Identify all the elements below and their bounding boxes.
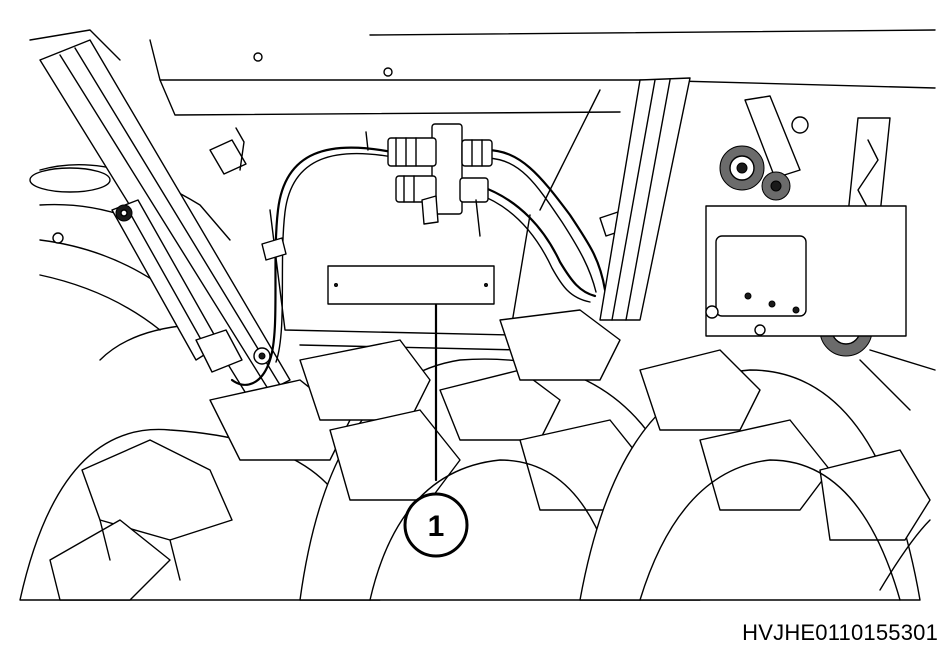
left-wheel-housing <box>29 163 231 361</box>
callout-circle <box>403 492 469 558</box>
tire-right <box>499 309 931 601</box>
left-frame-rail <box>39 39 291 401</box>
right-suspension <box>705 95 936 411</box>
central-panel <box>269 209 531 351</box>
callout-label: 1 <box>428 510 445 543</box>
valve-connector-assembly <box>365 123 493 237</box>
upper-body-panel <box>29 29 936 116</box>
tire-left <box>19 379 381 601</box>
figure-code: HVJHE0110155301 <box>742 620 938 645</box>
left-shock-absorber <box>111 199 271 373</box>
blank-label-plate <box>327 265 495 305</box>
right-frame-rail <box>539 77 691 321</box>
